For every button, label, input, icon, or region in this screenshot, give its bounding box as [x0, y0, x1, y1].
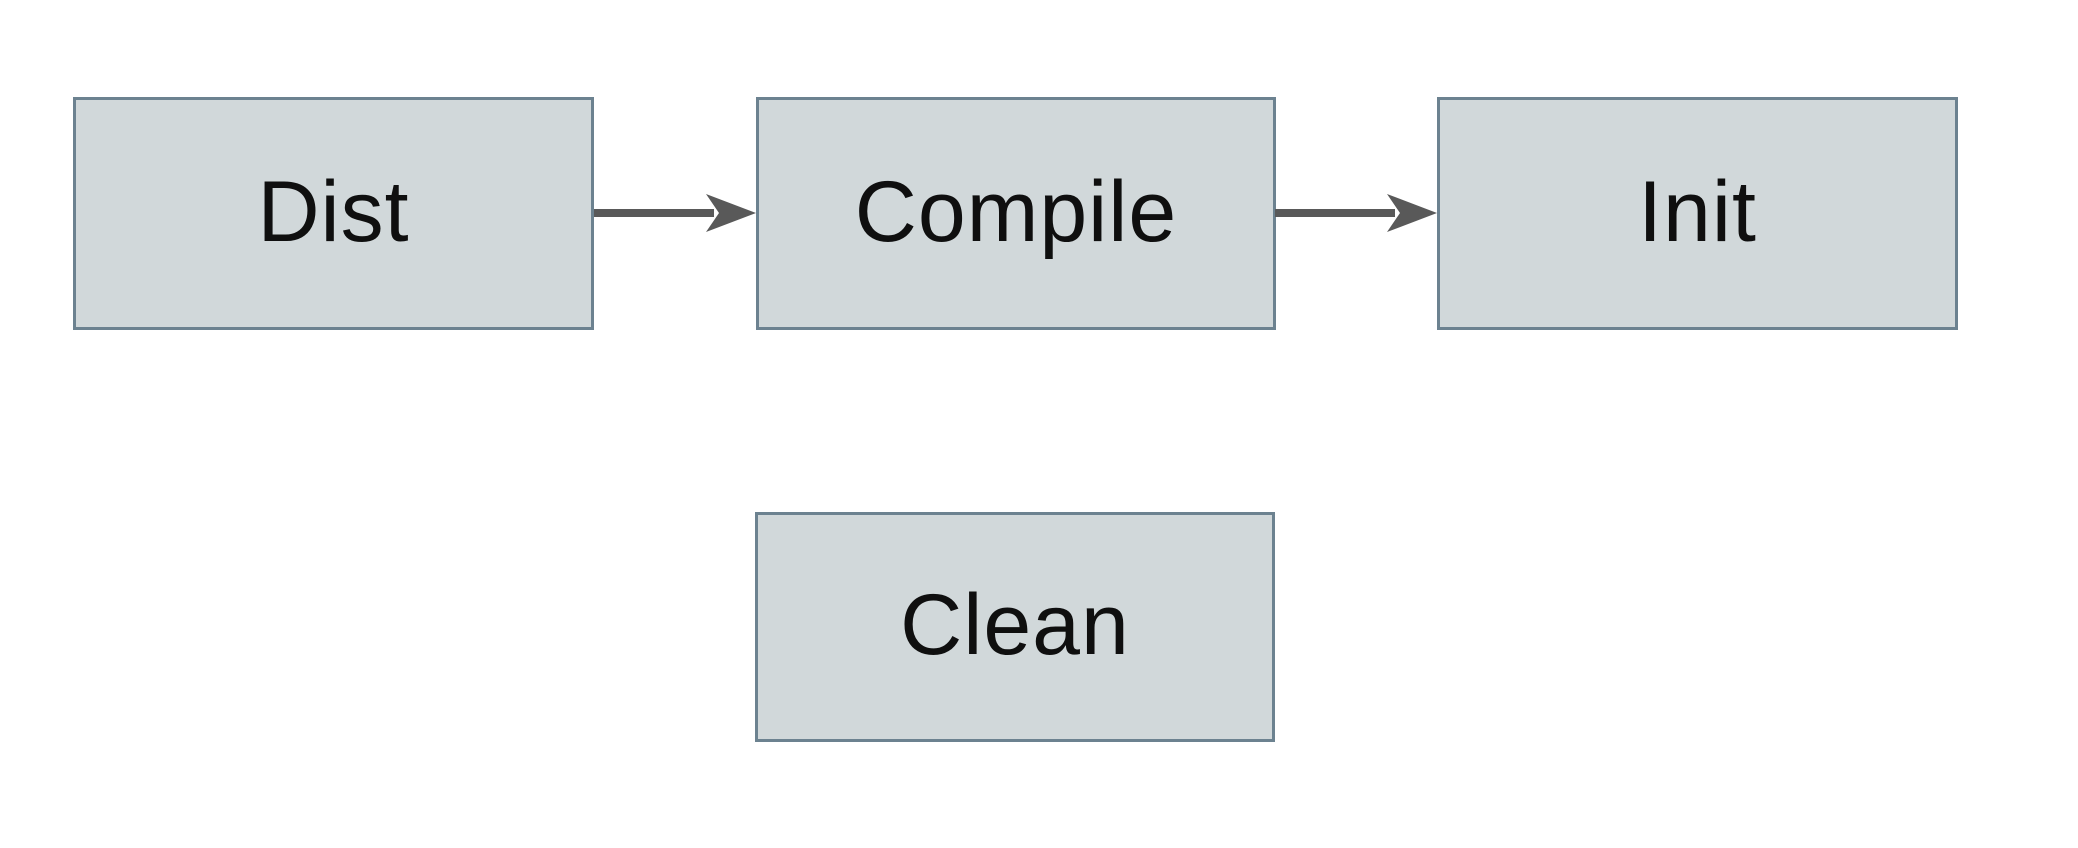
node-dist: Dist: [73, 97, 594, 330]
arrow-dist-to-compile-icon: [594, 194, 756, 232]
node-dist-label: Dist: [257, 163, 410, 260]
arrow-compile-to-init-icon: [1275, 194, 1437, 232]
node-init-label: Init: [1638, 163, 1757, 260]
node-clean: Clean: [755, 512, 1275, 742]
node-init: Init: [1437, 97, 1958, 330]
node-compile-label: Compile: [854, 163, 1178, 260]
arrow-head: [706, 194, 756, 232]
node-clean-label: Clean: [900, 577, 1130, 673]
node-compile: Compile: [756, 97, 1276, 330]
arrow-head: [1387, 194, 1437, 232]
